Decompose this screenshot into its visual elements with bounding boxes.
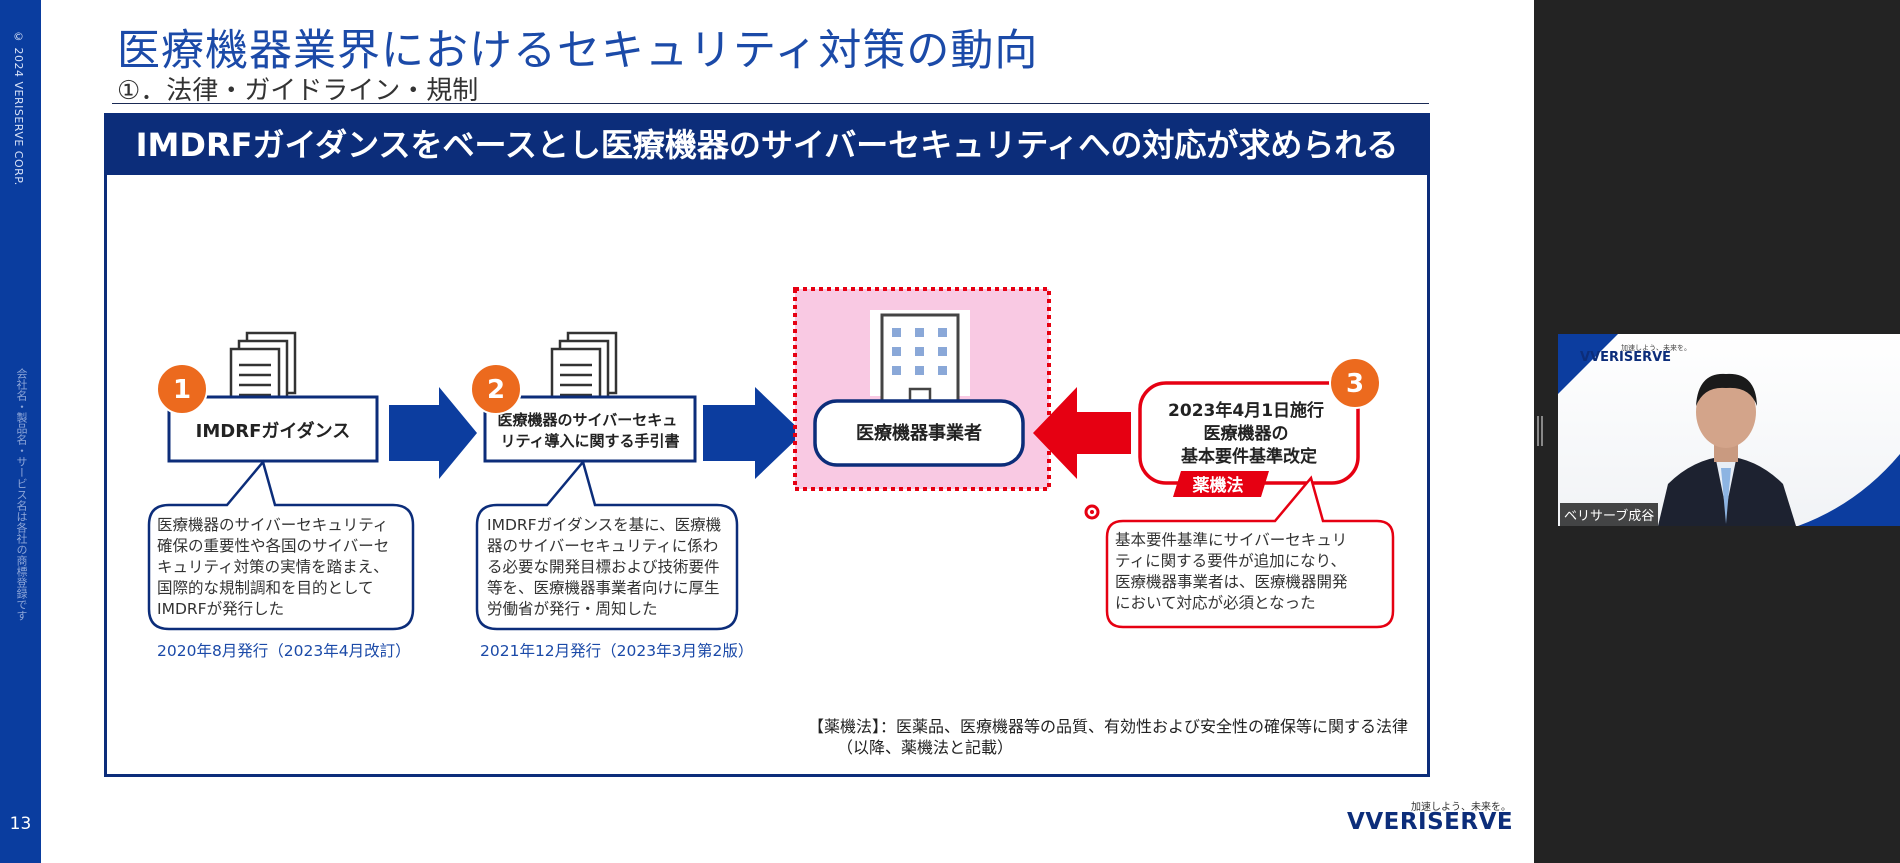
flow-diagram: IMDRFガイダンス 1 医療機器のサイバーセキュリティ 確保の重要性や各国のサ…	[147, 287, 1408, 757]
step2-description-line: 労働省が発行・周知した	[487, 600, 658, 618]
arrow-right-icon	[703, 387, 803, 479]
panel-body: IMDRFガイダンス 1 医療機器のサイバーセキュリティ 確保の重要性や各国のサ…	[107, 175, 1427, 774]
arrow-right-icon	[389, 387, 477, 479]
presentation-slide: © 2024 VERISERVE CORP. 会社名・製品名・サービス名は各社の…	[0, 0, 1534, 863]
step2-label-line: 医療機器のサイバーセキュ	[498, 411, 678, 429]
slide-subtitle: ①．法律・ガイドライン・規制	[117, 76, 479, 106]
center-box	[813, 399, 1025, 467]
step1-description: 医療機器のサイバーセキュリティ 確保の重要性や各国のサイバーセ キュリティ対策の…	[157, 516, 394, 618]
slide-title: 医療機器業界におけるセキュリティ対策の動向	[117, 26, 1039, 76]
step3-tag-text: 薬機法	[1193, 475, 1244, 496]
panel-heading: IMDRFガイダンスをベースとし医療機器のサイバーセキュリティへの対応が求められ…	[107, 116, 1427, 175]
footnote-line-2: （以降、薬機法と記載）	[837, 738, 1013, 757]
step2-callout	[475, 459, 739, 631]
step1-callout	[147, 459, 415, 631]
step1-document-stack-icon	[229, 331, 297, 411]
brand-name: VERISERVE	[1365, 809, 1514, 835]
step1-description-line: 国際的な規制調和を目的として	[157, 579, 374, 597]
footnote-line-1: 【薬機法】：医薬品、医療機器等の品質、有効性および安全性の確保等に関する法律	[808, 717, 1408, 736]
step2-description: IMDRFガイダンスを基に、医療機 器のサイバーセキュリティに係わ る必要な開発…	[487, 516, 726, 618]
video-logo-v-icon: V	[1580, 350, 1591, 365]
step3-description: 基本要件基準にサイバーセキュリ ティに関する要件が追加になり、 医療機器事業者は…	[1115, 531, 1352, 612]
slide-sidebar: © 2024 VERISERVE CORP. 会社名・製品名・サービス名は各社の…	[0, 0, 41, 863]
participant-name: ベリサーブ成谷	[1560, 503, 1659, 526]
step3-label-line: 医療機器の	[1204, 423, 1289, 444]
step1-description-line: キュリティ対策の実情を踏まえ、	[157, 558, 389, 576]
step1-description-line: 確保の重要性や各国のサイバーセ	[157, 537, 389, 555]
step3-label-line: 2023年4月1日施行	[1168, 400, 1324, 421]
step3-description-line: において対応が必須となった	[1115, 594, 1316, 612]
content-panel: IMDRFガイダンスをベースとし医療機器のサイバーセキュリティへの対応が求められ…	[104, 113, 1430, 777]
brand-v-icon: V	[1347, 809, 1366, 835]
center-label: 医療機器事業者	[856, 422, 982, 444]
step2-badge	[470, 363, 522, 415]
copyright-text: © 2024 VERISERVE CORP.	[12, 30, 25, 186]
step1-description-line: 医療機器のサイバーセキュリティ	[157, 516, 388, 534]
office-building-icon	[880, 313, 960, 405]
step1-label: IMDRFガイダンス	[196, 420, 351, 442]
step1-number: 1	[173, 375, 191, 405]
step1-description-line: IMDRFが発行した	[157, 600, 284, 618]
page-number: 13	[9, 814, 32, 834]
step2-description-line: 等を、医療機器事業者向けに厚生	[487, 579, 720, 597]
step2-label: 医療機器のサイバーセキュ リティ導入に関する手引書	[498, 411, 683, 450]
step2-box	[483, 395, 697, 463]
step3-number: 3	[1346, 369, 1364, 399]
brand-tagline: 加速しよう、未来を。	[1411, 802, 1511, 813]
step3-callout	[1105, 475, 1395, 629]
video-logo-text: VERISERVE	[1590, 350, 1672, 365]
step3-label-line: 基本要件基準改定	[1180, 446, 1317, 467]
laser-pointer-dot	[1090, 510, 1094, 514]
step2-description-line: IMDRFガイダンスを基に、医療機	[487, 516, 721, 534]
participant-video	[1558, 334, 1900, 526]
step2-description-line: る必要な開発目標および技術要件	[487, 558, 720, 576]
step3-description-line: 基本要件基準にサイバーセキュリ	[1115, 531, 1347, 549]
arrow-left-icon	[1033, 387, 1131, 479]
step3-badge	[1329, 357, 1381, 409]
step2-label-line: リティ導入に関する手引書	[500, 432, 679, 450]
step2-number: 2	[487, 375, 505, 405]
video-logo: VVERISERVE	[1580, 350, 1671, 365]
video-logo-tagline: 加速しよう、未来を。	[1621, 344, 1691, 352]
step1-date: 2020年8月発行（2023年4月改訂）	[157, 642, 411, 660]
step3-label: 2023年4月1日施行 医療機器の 基本要件基準改定	[1168, 400, 1330, 467]
trademark-notice: 会社名・製品名・サービス名は各社の商標登録です	[15, 368, 28, 621]
step1-badge	[156, 363, 208, 415]
step3-description-line: 医療機器事業者は、医療機器開発	[1115, 573, 1348, 591]
video-thumbnail[interactable]: 加速しよう、未来を。 VVERISERVE ベリサーブ成谷	[1558, 334, 1900, 526]
panel-resize-handle[interactable]	[1537, 416, 1543, 446]
step1-box	[167, 395, 379, 463]
step2-description-line: 器のサイバーセキュリティに係わ	[487, 537, 718, 555]
step3-description-line: ティに関する要件が追加になり、	[1115, 552, 1346, 570]
step3-tag	[1173, 471, 1269, 497]
title-divider	[112, 103, 1429, 104]
step2-date: 2021年12月発行（2023年3月第2版）	[480, 642, 753, 660]
brand-logo: VVERISERVE	[1347, 809, 1513, 835]
